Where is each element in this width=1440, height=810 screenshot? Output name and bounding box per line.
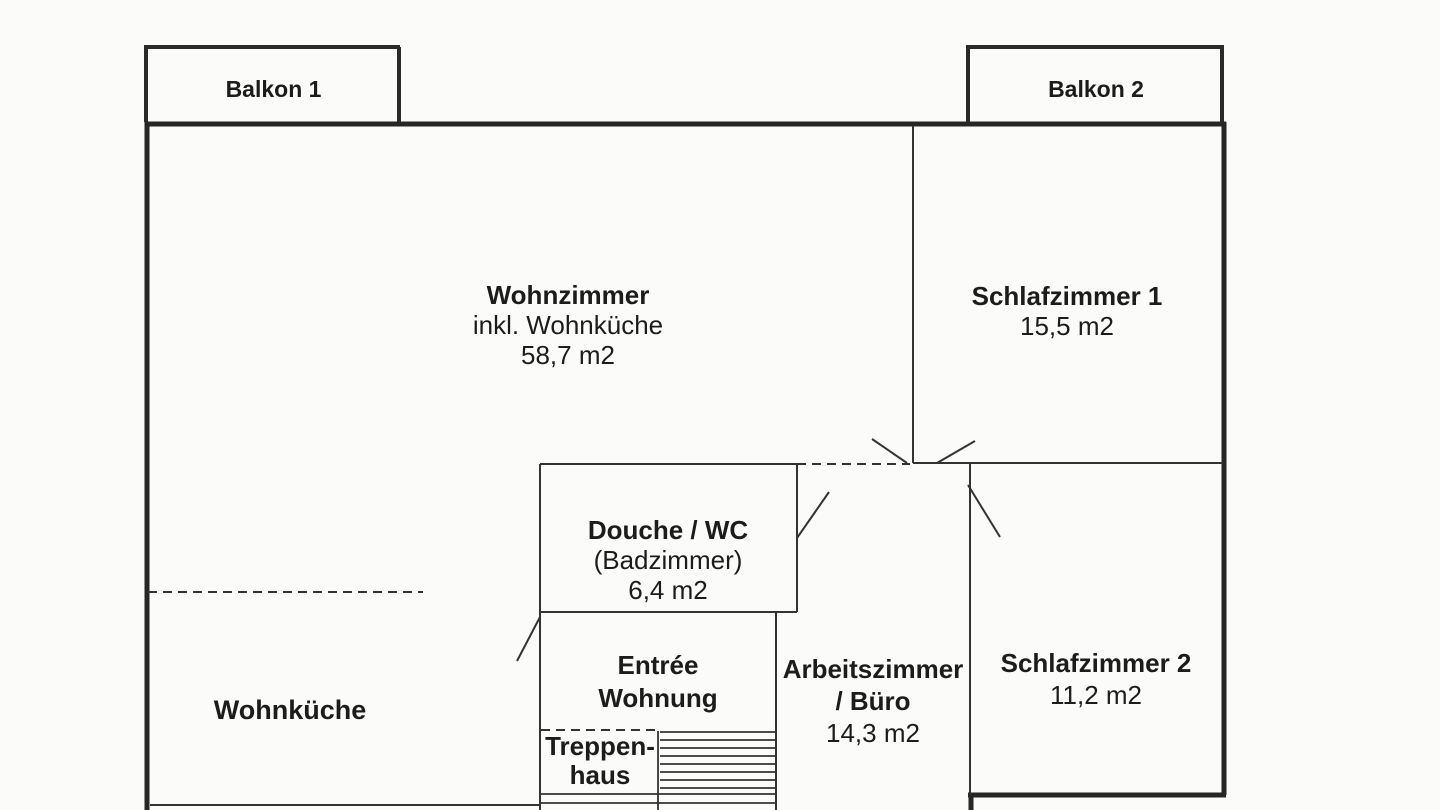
dashed-partitions xyxy=(148,463,910,731)
room-label-wohnzimmer: Wohnzimmer inkl. Wohnküche 58,7 m2 xyxy=(418,280,718,370)
room-name: Schlafzimmer 2 xyxy=(1000,648,1192,678)
room-area: 6,4 m2 xyxy=(628,575,708,605)
room-label-douche-wc: Douche / WC (Badzimmer) 6,4 m2 xyxy=(518,515,818,605)
room-name: / Büro xyxy=(835,686,911,716)
interior-walls xyxy=(150,126,1223,810)
room-area: 11,2 m2 xyxy=(1049,680,1142,710)
room-label-treppenhaus: Treppen- haus xyxy=(541,732,659,790)
balcony-2-outline xyxy=(966,45,1224,122)
room-subtitle: (Badzimmer) xyxy=(593,545,743,575)
room-name: Entrée xyxy=(617,650,699,680)
room-name: Douche / WC xyxy=(587,515,749,545)
room-name: Treppen- xyxy=(545,731,655,761)
room-name: Arbeitszimmer xyxy=(782,654,964,684)
outer-walls xyxy=(144,121,1227,810)
room-name: Wohnung xyxy=(598,683,718,713)
door-swings xyxy=(516,438,1001,662)
room-area: 58,7 m2 xyxy=(521,340,615,370)
room-label-schlafzimmer-1: Schlafzimmer 1 15,5 m2 xyxy=(917,281,1217,341)
room-label-balkon-2: Balkon 2 xyxy=(1048,76,1144,102)
balcony-1-outline xyxy=(144,45,401,122)
room-label-schlafzimmer-2: Schlafzimmer 2 11,2 m2 xyxy=(976,647,1216,711)
room-name: Wohnzimmer xyxy=(486,280,650,310)
room-area: 14,3 m2 xyxy=(826,718,920,748)
room-label-balkon-1: Balkon 1 xyxy=(225,76,322,102)
room-label-arbeitszimmer: Arbeitszimmer / Büro 14,3 m2 xyxy=(773,653,973,749)
room-area: 15,5 m2 xyxy=(1020,311,1114,341)
room-label-entree: Entrée Wohnung xyxy=(543,649,773,715)
room-name: haus xyxy=(569,760,631,790)
room-name: Schlafzimmer 1 xyxy=(971,281,1163,311)
room-label-wohnkueche: Wohnküche xyxy=(213,695,367,725)
staircase xyxy=(541,731,776,810)
room-subtitle: inkl. Wohnküche xyxy=(472,310,664,340)
